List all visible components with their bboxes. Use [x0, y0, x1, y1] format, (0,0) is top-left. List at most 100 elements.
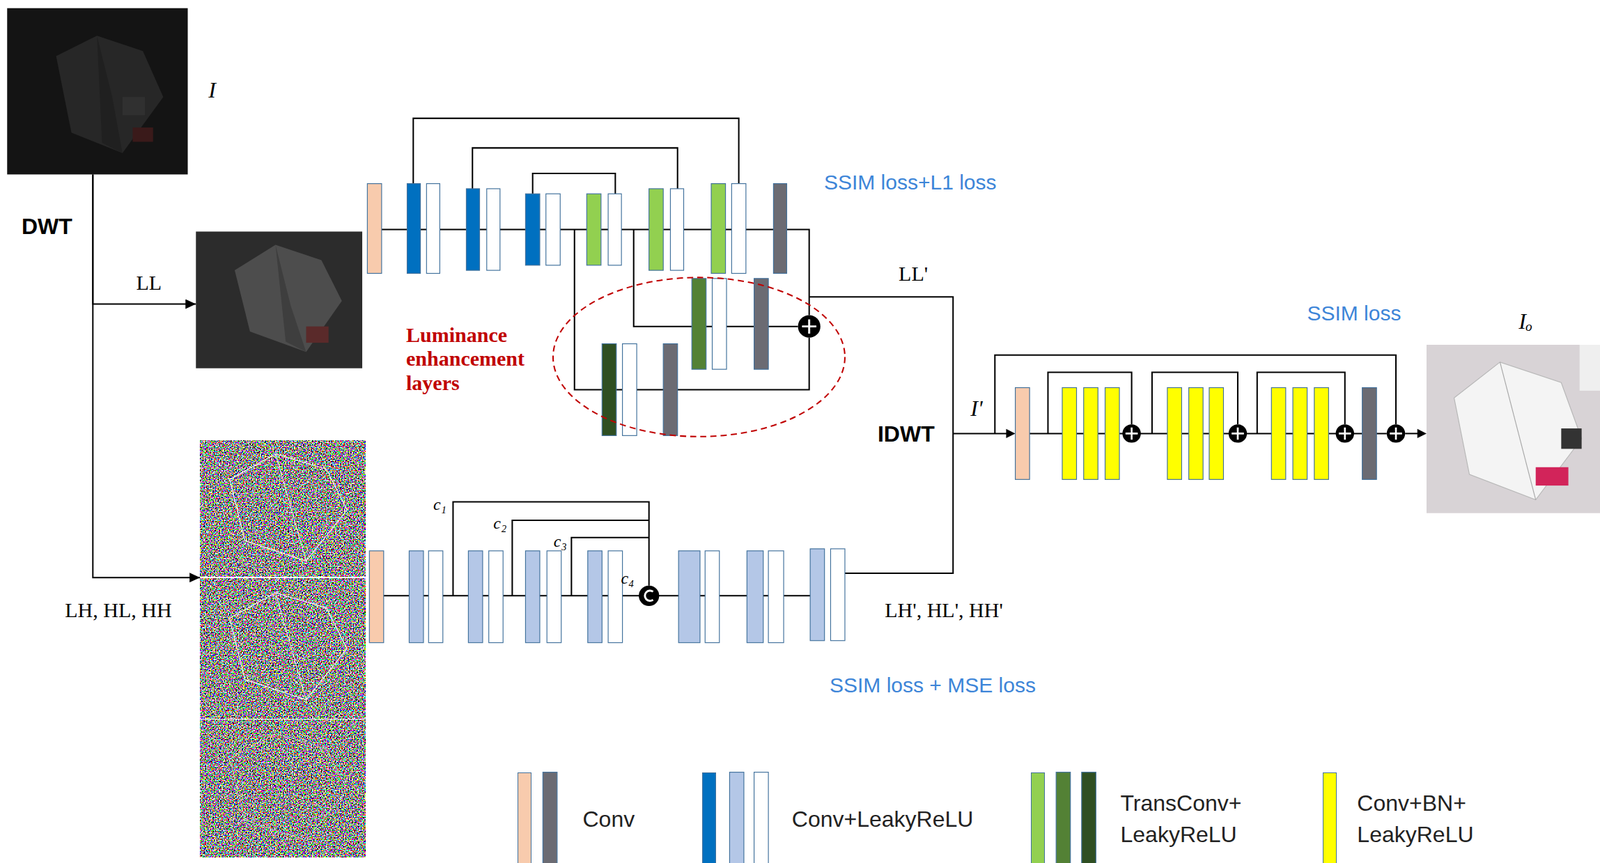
layer-block	[711, 183, 726, 274]
annotation-label: SSIM loss+L1 loss	[824, 170, 997, 196]
node-label: I	[208, 77, 216, 104]
detail-subband-images	[199, 440, 365, 577]
concat-symbol	[638, 585, 659, 607]
sum-symbol	[1125, 427, 1139, 441]
annotation-label: IDWT	[877, 420, 935, 447]
layer-block	[486, 188, 501, 271]
layer-block	[465, 188, 480, 271]
layer-block	[408, 550, 424, 643]
output-image	[1535, 467, 1569, 486]
ll-subband-image	[195, 231, 363, 368]
sum-symbol	[1122, 424, 1141, 443]
output-image	[1499, 362, 1536, 501]
layer-block	[1062, 387, 1077, 480]
sum-symbol	[798, 315, 821, 338]
layer-block	[746, 550, 763, 643]
node-label: Iₒ	[1518, 308, 1533, 335]
legend-swatch	[542, 772, 558, 863]
input-image	[122, 96, 145, 115]
detail-subband-images	[199, 578, 365, 719]
layer-block	[608, 193, 622, 266]
concat-symbol	[638, 585, 659, 607]
input-image: I	[6, 8, 188, 175]
annotation-label: SSIM loss + MSE loss	[829, 673, 1036, 698]
annotation-label: SSIM loss	[1306, 300, 1401, 326]
input-image	[56, 35, 164, 153]
output-image	[1426, 344, 1600, 514]
ll-subband-image	[305, 326, 329, 343]
layer-block	[678, 550, 701, 643]
layer-block	[1105, 387, 1121, 480]
annotation-label: DWT	[21, 213, 73, 240]
wire	[1404, 432, 1420, 434]
layer-block	[1189, 387, 1204, 480]
annotation-label: I'	[970, 395, 983, 422]
concat-symbol	[645, 590, 654, 602]
legend-swatch	[1322, 772, 1338, 863]
input-image	[132, 127, 153, 143]
ll-subband-image	[275, 244, 307, 352]
detail-subband-images	[229, 733, 347, 841]
sum-symbol	[1389, 427, 1403, 441]
input-image	[96, 35, 123, 153]
layer-block	[768, 550, 784, 643]
layer-block	[488, 550, 504, 643]
layer-block	[670, 188, 684, 271]
layer-block	[691, 278, 707, 370]
sum-symbol	[1338, 427, 1352, 441]
legend-text: Conv	[582, 803, 635, 836]
legend-swatch	[1081, 772, 1097, 863]
layer-block	[407, 183, 421, 274]
layer-block	[369, 550, 384, 643]
node-label: LL	[136, 270, 163, 296]
connector-arrow	[92, 174, 196, 305]
layer-block	[830, 548, 845, 641]
layer-block	[1015, 387, 1031, 480]
output-image	[1579, 344, 1600, 391]
legend-swatch	[729, 772, 744, 863]
layer-block	[367, 183, 382, 274]
dashed-region	[553, 277, 845, 437]
layer-block	[587, 550, 603, 643]
layer-block	[1314, 387, 1330, 480]
layer-block	[704, 550, 720, 643]
detail-subband-images	[229, 454, 347, 562]
layer-block	[428, 550, 444, 643]
wire	[532, 173, 616, 194]
legend-swatch	[542, 772, 1096, 863]
layer-block	[1292, 387, 1308, 480]
layer-block	[608, 550, 623, 643]
output-image	[1560, 428, 1582, 449]
detail-subband-images	[275, 592, 307, 701]
layer-block	[525, 550, 540, 643]
layer-block	[731, 183, 747, 274]
layer-block	[712, 278, 728, 370]
output-image	[1426, 344, 1600, 514]
wire	[809, 296, 954, 574]
layer-block	[367, 183, 1377, 643]
ll-subband-image	[234, 244, 343, 352]
annotation-label: c₁	[433, 495, 447, 515]
layer-block	[663, 344, 678, 437]
layer-block	[1083, 387, 1099, 480]
wire	[1028, 432, 1387, 434]
legend-text: Conv+BN+ LeakyReLU	[1356, 788, 1474, 852]
detail-subband-images	[229, 592, 347, 701]
annotation-label: LL'	[898, 261, 928, 286]
layer-block	[468, 550, 483, 643]
legend-text: TransConv+ LeakyReLU	[1120, 788, 1242, 852]
annotation-label: c₃	[553, 532, 568, 552]
wire	[381, 118, 1420, 596]
annotation-label: LH', HL', HH'	[884, 598, 1004, 623]
sum-symbol	[1231, 427, 1245, 441]
legend-swatch	[754, 772, 770, 863]
annotation-label: c₂	[493, 514, 507, 534]
legend-swatch	[517, 772, 533, 863]
output-image	[1454, 362, 1582, 501]
connector-arrow	[92, 174, 200, 579]
ll-subband-image	[195, 231, 363, 368]
legend-swatch	[1030, 772, 1046, 863]
wire	[472, 147, 678, 189]
wire	[952, 432, 1008, 434]
